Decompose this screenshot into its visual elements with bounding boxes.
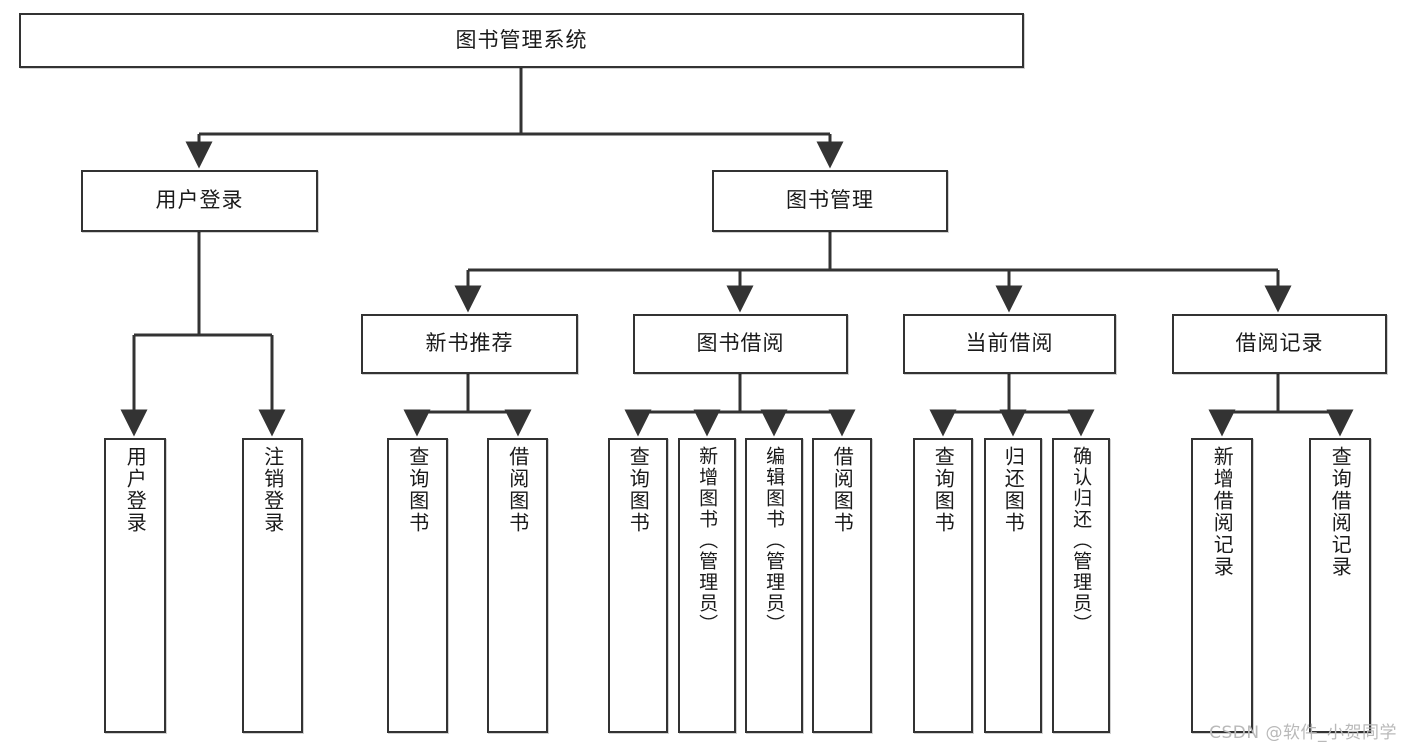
node-root-label: 图书管理系统: [455, 27, 588, 52]
node-leaf-query-book-2[interactable]: 查询图书: [608, 438, 668, 733]
node-leaf-add-book[interactable]: 新增图书（管理员）: [678, 438, 736, 733]
node-leaf-logout-label: 注销登录: [260, 446, 285, 534]
node-leaf-query-book-1-label: 查询图书: [405, 446, 430, 534]
node-leaf-borrow-book-2[interactable]: 借阅图书: [812, 438, 872, 733]
node-leaf-return-book-label: 归还图书: [1001, 446, 1026, 534]
node-leaf-logout[interactable]: 注销登录: [242, 438, 303, 733]
node-leaf-query-book-1[interactable]: 查询图书: [387, 438, 448, 733]
node-leaf-confirm-return-label: 确认归还（管理员）: [1070, 446, 1093, 635]
node-leaf-add-book-label: 新增图书（管理员）: [696, 446, 719, 635]
node-leaf-add-record-label: 新增借阅记录: [1210, 446, 1235, 578]
node-leaf-return-book[interactable]: 归还图书: [984, 438, 1042, 733]
node-leaf-add-record[interactable]: 新增借阅记录: [1191, 438, 1253, 733]
node-leaf-borrow-book-2-label: 借阅图书: [830, 446, 855, 534]
node-book-manage[interactable]: 图书管理: [712, 170, 948, 232]
node-borrow-record[interactable]: 借阅记录: [1172, 314, 1387, 374]
node-user-login[interactable]: 用户登录: [81, 170, 318, 232]
node-book-manage-label: 图书管理: [786, 188, 874, 213]
node-leaf-edit-book[interactable]: 编辑图书（管理员）: [745, 438, 803, 733]
node-book-borrow[interactable]: 图书借阅: [633, 314, 848, 374]
node-new-book-recommend[interactable]: 新书推荐: [361, 314, 578, 374]
node-leaf-query-record[interactable]: 查询借阅记录: [1309, 438, 1371, 733]
node-borrow-record-label: 借阅记录: [1235, 331, 1324, 356]
node-book-borrow-label: 图书借阅: [696, 331, 785, 356]
node-current-borrow-label: 当前借阅: [965, 331, 1054, 356]
node-leaf-confirm-return[interactable]: 确认归还（管理员）: [1052, 438, 1110, 733]
node-leaf-user-login-label: 用户登录: [123, 446, 148, 534]
node-user-login-label: 用户登录: [155, 188, 244, 213]
node-leaf-query-book-2-label: 查询图书: [626, 446, 651, 534]
node-leaf-borrow-book-1[interactable]: 借阅图书: [487, 438, 548, 733]
node-leaf-user-login[interactable]: 用户登录: [104, 438, 166, 733]
node-new-book-recommend-label: 新书推荐: [425, 331, 514, 356]
node-leaf-query-book-3-label: 查询图书: [931, 446, 956, 534]
node-leaf-edit-book-label: 编辑图书（管理员）: [763, 446, 786, 635]
watermark: CSDN @软件_小贺同学: [1209, 723, 1397, 743]
node-root[interactable]: 图书管理系统: [19, 13, 1024, 68]
node-leaf-borrow-book-1-label: 借阅图书: [505, 446, 530, 534]
node-current-borrow[interactable]: 当前借阅: [903, 314, 1116, 374]
node-leaf-query-record-label: 查询借阅记录: [1328, 446, 1353, 578]
node-leaf-query-book-3[interactable]: 查询图书: [913, 438, 973, 733]
